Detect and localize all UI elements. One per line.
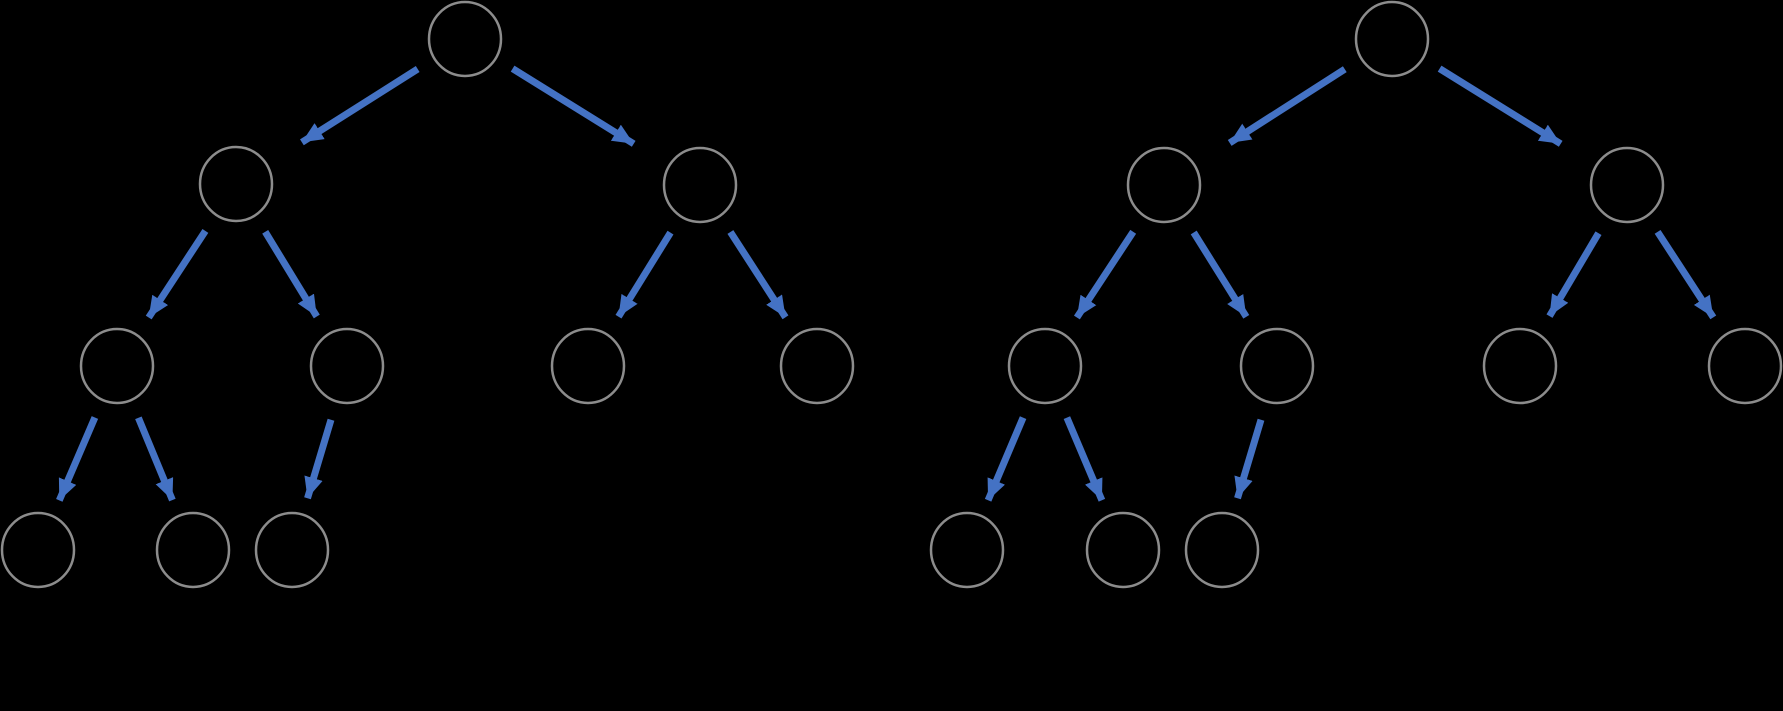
right-binary-tree-edge-root-R — [1437, 65, 1563, 147]
left-binary-tree-node-LLR — [155, 511, 231, 589]
right-binary-tree-node-L — [1126, 146, 1202, 224]
right-binary-tree-edge-LR-LRL — [1234, 418, 1265, 500]
right-binary-tree-node-RL — [1482, 327, 1558, 405]
left-binary-tree-node-LLL — [0, 511, 76, 589]
right-binary-tree-edge-LL-LLR — [1063, 416, 1106, 502]
left-binary-tree-node-L — [198, 145, 274, 223]
left-binary-tree-edge-LL-LLL — [56, 416, 99, 502]
right-binary-tree — [929, 0, 1783, 589]
right-binary-tree-edge-L-LR — [1190, 230, 1250, 319]
left-binary-tree-node-R — [662, 146, 738, 224]
left-binary-tree-edge-R-RR — [727, 230, 789, 320]
right-binary-tree-node-LLR — [1085, 511, 1161, 589]
right-binary-tree-edge-LL-LLL — [984, 416, 1027, 502]
left-binary-tree-node-RL — [550, 327, 626, 405]
right-binary-tree-node-LL — [1007, 327, 1083, 405]
right-binary-tree-edge-root-L — [1227, 66, 1347, 146]
right-binary-tree-edge-R-RR — [1654, 229, 1717, 320]
left-binary-tree-edge-LL-LLR — [135, 416, 176, 502]
left-binary-tree-node-LL — [79, 327, 155, 405]
right-binary-tree-node-LRL — [1184, 511, 1260, 589]
trees-layer — [0, 0, 1783, 589]
left-binary-tree-edge-L-LL — [145, 228, 209, 320]
left-binary-tree — [0, 0, 855, 589]
left-binary-tree-node-LRL — [254, 511, 330, 589]
left-binary-tree-edge-L-LR — [262, 229, 320, 319]
left-binary-tree-node-RR — [779, 327, 855, 405]
right-binary-tree-edge-R-RL — [1546, 231, 1602, 318]
left-binary-tree-edge-root-R — [510, 65, 636, 147]
left-binary-tree-node-LR — [309, 327, 385, 405]
right-binary-tree-node-R — [1589, 146, 1665, 224]
right-binary-tree-node-RR — [1707, 327, 1783, 405]
right-binary-tree-node-LLL — [929, 511, 1005, 589]
left-binary-tree-edge-root-L — [300, 66, 420, 146]
left-binary-tree-edge-LR-LRL — [304, 418, 335, 500]
left-binary-tree-edge-R-RL — [615, 230, 674, 319]
right-binary-tree-node-LR — [1239, 327, 1315, 405]
right-binary-tree-edge-L-LL — [1073, 229, 1137, 320]
left-binary-tree-node-root — [427, 0, 503, 78]
right-binary-tree-node-root — [1354, 0, 1430, 78]
